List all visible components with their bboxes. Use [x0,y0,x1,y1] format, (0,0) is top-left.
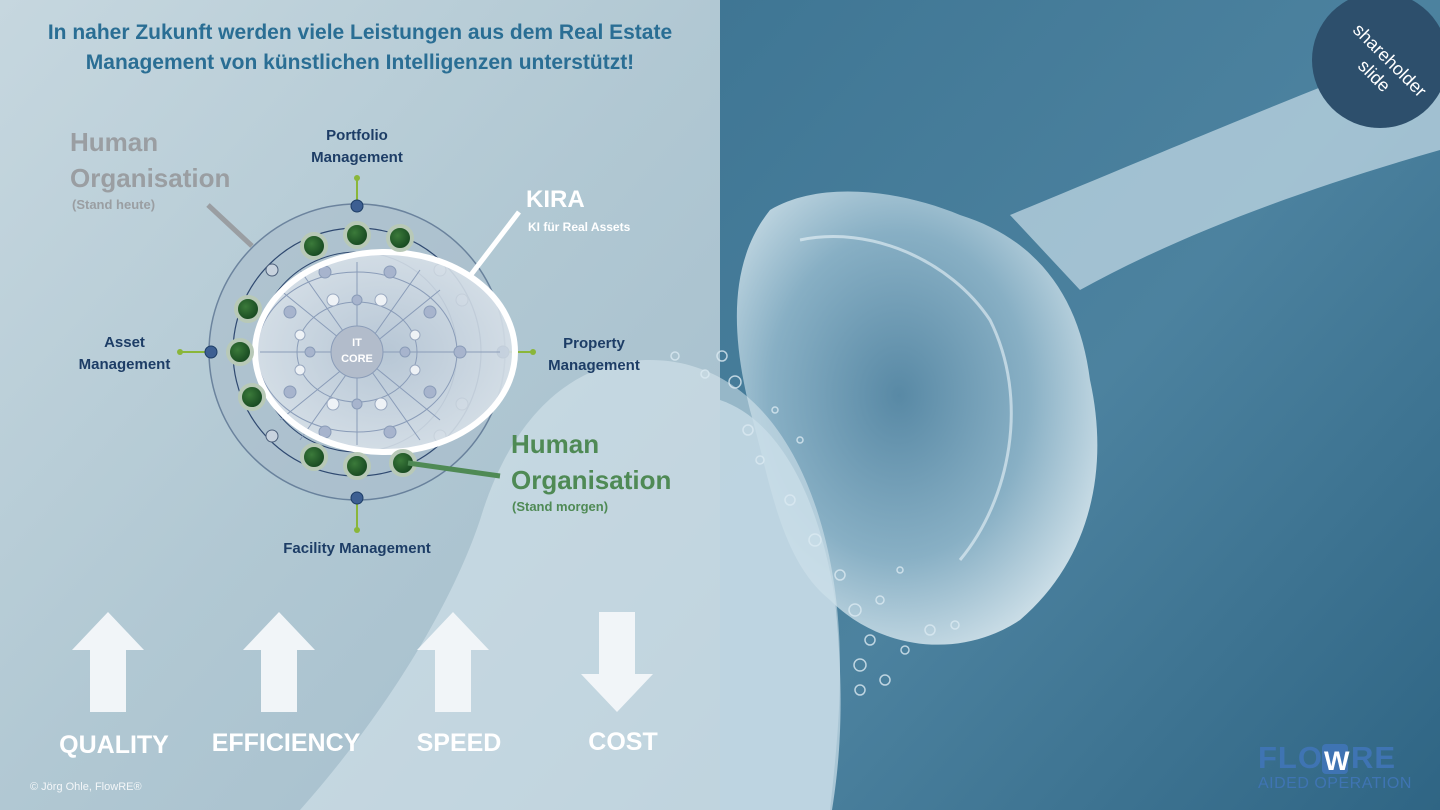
human-organisation-tomorrow-title: Human Organisation [511,429,672,495]
svg-text:W: W [1324,746,1350,776]
asset-management-label: Asset Management [78,334,171,373]
property-management-label: Property Management [548,335,640,374]
kpi-quality-label: QUALITY [59,731,169,759]
facility-management-label: Facility Management [283,540,431,557]
kira-title: KIRA [526,186,585,213]
portfolio-management-label: Portfolio Management [311,127,403,166]
flowre-logo: FLOWRE [1258,740,1397,775]
it-core-label: IT CORE [341,337,373,365]
human-organisation-tomorrow-subtitle: (Stand morgen) [512,499,609,514]
kpi-speed-label: SPEED [416,729,502,757]
kpi-cost-label: COST [588,728,658,756]
kpi-efficiency-label: EFFICIENCY [211,729,361,757]
human-organisation-today-subtitle: (Stand heute) [72,197,156,212]
slide-headline: In naher Zukunft werden viele Leistungen… [47,21,673,74]
human-organisation-today-title: Human Organisation [70,127,231,193]
flowre-tagline: AIDED OPERATION [1258,775,1412,792]
copyright-notice: © Jörg Ohle, FlowRE® [30,781,142,793]
kpi-arrows [72,612,653,712]
kira-subtitle: KI für Real Assets [528,220,631,234]
org-diagram [177,175,536,533]
